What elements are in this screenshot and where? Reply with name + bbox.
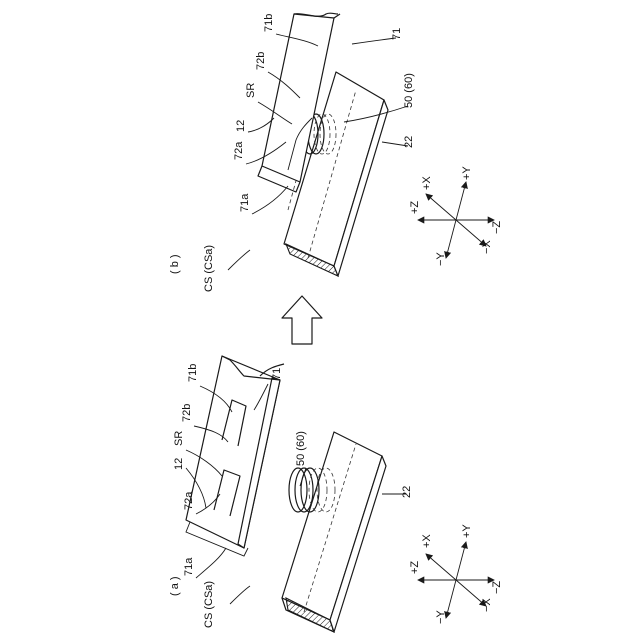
panel-b-label-72a: 72a xyxy=(233,141,245,160)
panel-a-label-SR: SR xyxy=(173,431,185,446)
panel-a-axis-pz: +Z xyxy=(409,561,421,574)
panel-a-axis-py: +Y xyxy=(461,524,473,538)
panel-b-label-72b: 72b xyxy=(255,52,267,70)
panel-b-axis-ny: −Y xyxy=(435,252,447,266)
panel-b-label-71a: 71a xyxy=(239,193,251,212)
panel-b xyxy=(258,13,388,276)
panel-b-label-12: 12 xyxy=(235,120,247,132)
panel-b-axis-pz: +Z xyxy=(409,201,421,214)
panel-b-axis-nx: −X xyxy=(481,240,493,254)
panel-b-label: ( b ) xyxy=(169,254,181,274)
up-arrow-icon xyxy=(282,296,322,344)
panel-a-axis-ny: −Y xyxy=(435,610,447,624)
panel-a-assembly-label: CS (CSa) xyxy=(203,581,215,628)
panel-a-label-72a: 72a xyxy=(183,491,195,510)
panel-b-axis-px: +X xyxy=(421,176,433,190)
panel-a-label-12: 12 xyxy=(173,458,185,470)
panel-a-label-71b: 71b xyxy=(187,364,199,382)
panel-b-label-71b: 71b xyxy=(263,14,275,32)
panel-b-axis-py: +Y xyxy=(461,166,473,180)
panel-a-axis-nz: −Z xyxy=(491,581,503,594)
panel-b-assembly-label: CS (CSa) xyxy=(203,245,215,292)
panel-a xyxy=(186,356,386,632)
panel-b-label-SR: SR xyxy=(245,83,257,98)
panel-a-label-71a: 71a xyxy=(183,557,195,576)
panel-a-label-spring: 50 (60) xyxy=(295,431,307,466)
panel-b-label-22: 22 xyxy=(403,136,415,148)
panel-a-label: ( a ) xyxy=(169,576,181,596)
panel-a-label-71: 71 xyxy=(271,368,283,380)
panel-b-label-spring: 50 (60) xyxy=(403,73,415,108)
panel-b-axis-nz: −Z xyxy=(491,221,503,234)
panel-a-label-72b: 72b xyxy=(181,404,193,422)
panel-a-label-22: 22 xyxy=(401,486,413,498)
panel-a-axis-nx: −X xyxy=(481,598,493,612)
panel-a-axis-px: +X xyxy=(421,534,433,548)
